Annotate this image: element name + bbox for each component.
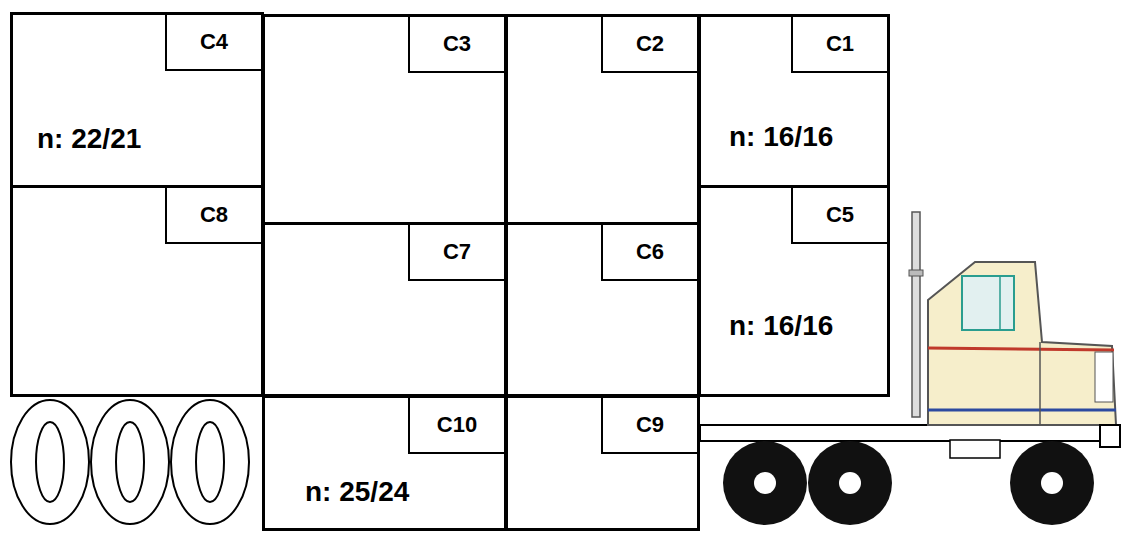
compartment-label: C8 bbox=[165, 188, 261, 244]
tractor-wheels bbox=[723, 441, 1094, 525]
compartment-label: C10 bbox=[408, 398, 504, 454]
trailer-wheels bbox=[11, 400, 249, 524]
compartment-box: C9 bbox=[505, 395, 700, 531]
compartment-label: C6 bbox=[601, 225, 697, 281]
compartment-box: C2 bbox=[505, 14, 700, 225]
compartment-box: C3 bbox=[262, 14, 507, 225]
compartment-label: C5 bbox=[791, 188, 887, 244]
compartment-box: C6 bbox=[505, 222, 700, 397]
compartment-box: C1 n: 16/16 bbox=[698, 14, 890, 188]
compartment-box: C7 bbox=[262, 222, 507, 397]
load-count: n: 22/21 bbox=[37, 123, 141, 155]
compartment-box: C8 bbox=[10, 185, 264, 397]
load-count: n: 16/16 bbox=[729, 310, 833, 342]
compartment-box: C5 n: 16/16 bbox=[698, 185, 890, 397]
compartment-label: C3 bbox=[408, 17, 504, 73]
compartment-box: C4 n: 22/21 bbox=[10, 12, 264, 188]
compartment-box: C10 n: 25/24 bbox=[262, 395, 507, 531]
compartment-label: C9 bbox=[601, 398, 697, 454]
compartment-label: C4 bbox=[165, 15, 261, 71]
compartment-label: C7 bbox=[408, 225, 504, 281]
compartment-label: C1 bbox=[791, 17, 887, 73]
tractor-cab bbox=[700, 212, 1120, 458]
load-count: n: 25/24 bbox=[305, 476, 409, 508]
load-count: n: 16/16 bbox=[729, 121, 833, 153]
compartment-label: C2 bbox=[601, 17, 697, 73]
